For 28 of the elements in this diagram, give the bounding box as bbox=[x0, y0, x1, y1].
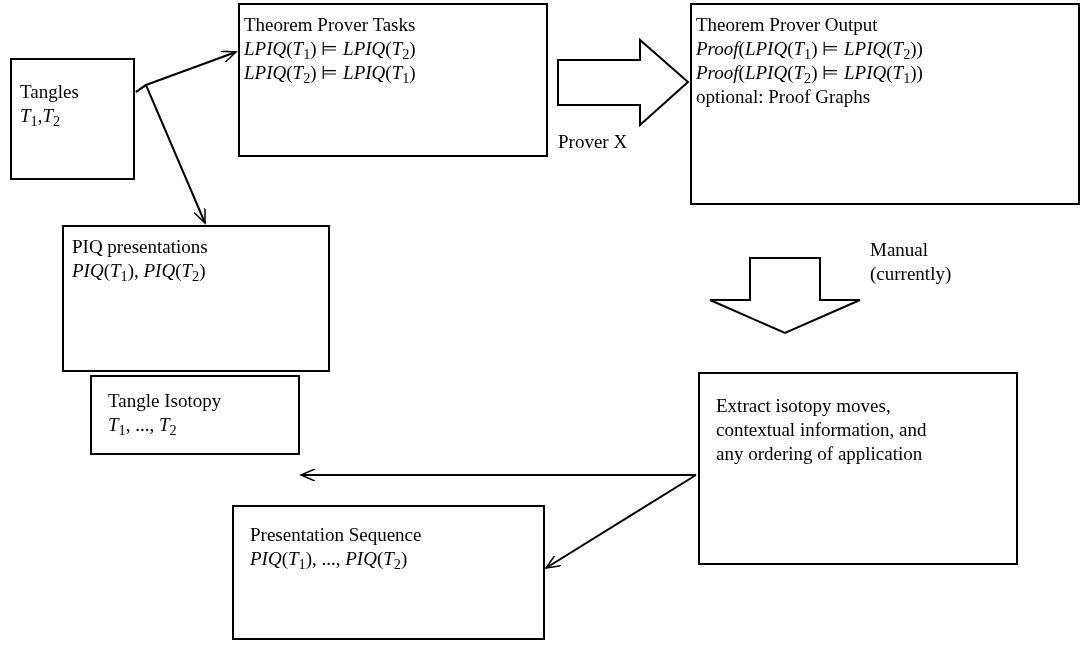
box-heading: Presentation Sequence bbox=[250, 523, 423, 547]
process-box bbox=[690, 3, 1080, 205]
box-text: T$_{1}$, ..., T$_{2}$ bbox=[108, 413, 178, 437]
block-arrow bbox=[557, 37, 690, 128]
box-heading: Extract isotopy moves, contextual information, and any ordering of application bbox=[716, 394, 928, 466]
block-arrow bbox=[709, 257, 861, 335]
box-text: Proof(LPIQ(T$_{1}$) ⊨ LPIQ(T$_{2}$)) bbox=[696, 37, 924, 61]
process-box bbox=[62, 225, 330, 372]
box-text: PIQ(T$_{1}$), PIQ(T$_{2}$) bbox=[72, 259, 207, 283]
process-box bbox=[698, 372, 1018, 565]
process-box bbox=[10, 58, 135, 180]
process-box bbox=[238, 3, 548, 157]
arrow bbox=[545, 474, 697, 569]
arrow bbox=[300, 468, 697, 482]
box-text: Proof(LPIQ(T$_{2}$) ⊨ LPIQ(T$_{1}$)) bbox=[696, 61, 924, 85]
process-box bbox=[232, 505, 545, 640]
box-heading: Theorem Prover Tasks bbox=[244, 13, 417, 37]
box-heading: Tangles bbox=[20, 80, 80, 104]
box-text: PIQ(T$_{1}$), ..., PIQ(T$_{2}$) bbox=[250, 547, 409, 571]
box-heading: PIQ presentations bbox=[72, 235, 209, 259]
process-box bbox=[90, 375, 300, 455]
box-text: optional: Proof Graphs bbox=[696, 85, 872, 109]
box-text: T$_{1}$,T$_{2}$ bbox=[20, 104, 62, 128]
box-text: LPIQ(T$_{1}$) ⊨ LPIQ(T$_{2}$) bbox=[244, 37, 417, 61]
box-heading: Tangle Isotopy bbox=[108, 389, 223, 413]
box-text: LPIQ(T$_{2}$) ⊨ LPIQ(T$_{1}$) bbox=[244, 61, 417, 85]
arrow bbox=[135, 83, 206, 224]
box-heading: Theorem Prover Output bbox=[696, 13, 879, 37]
